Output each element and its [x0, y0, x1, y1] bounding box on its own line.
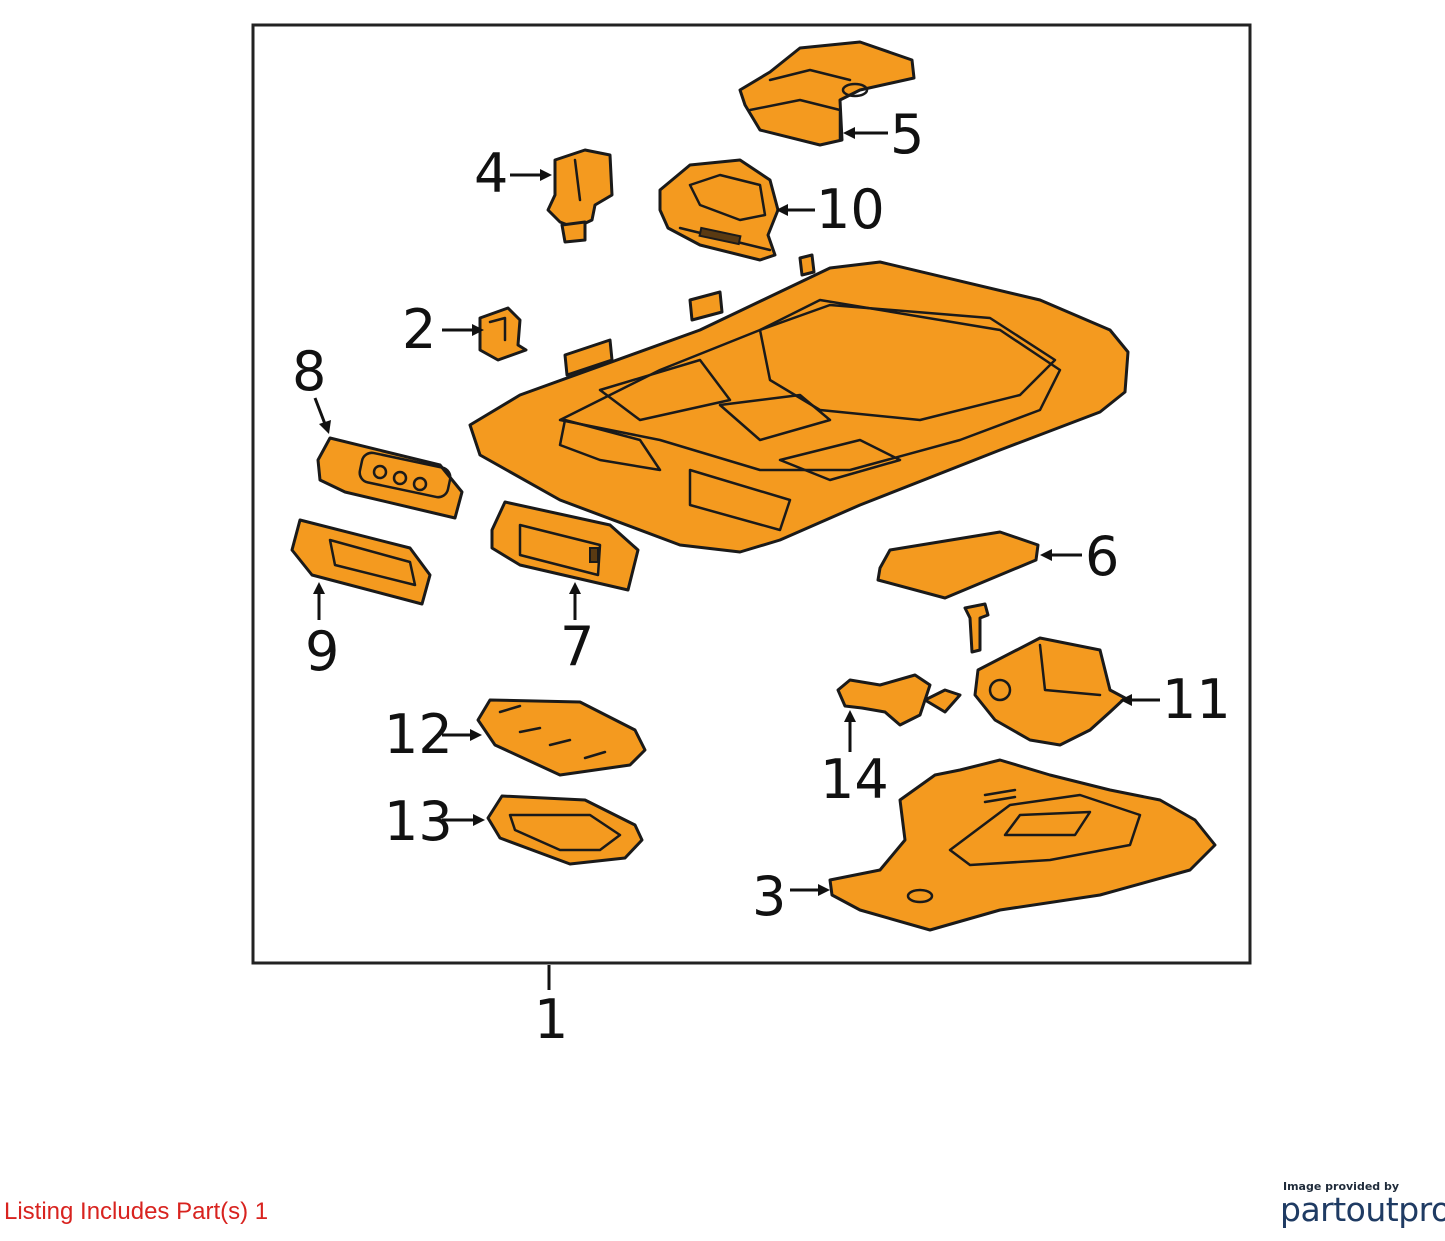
part-2 — [478, 306, 528, 362]
callout-3: 3 — [752, 865, 786, 928]
callout-14: 14 — [820, 748, 889, 811]
callout-9: 9 — [305, 620, 339, 683]
part-7 — [490, 500, 640, 592]
part-11 — [973, 636, 1127, 747]
callout-5: 5 — [890, 103, 924, 166]
callout-8: 8 — [292, 340, 326, 403]
callout-10: 10 — [816, 178, 885, 241]
callout-4: 4 — [474, 142, 508, 205]
part-10 — [658, 158, 780, 262]
listing-note: Listing Includes Part(s) 1 — [4, 1198, 269, 1225]
part-9 — [290, 518, 432, 606]
leader-lines — [313, 127, 1160, 990]
part-13 — [486, 794, 644, 866]
part-3 — [828, 758, 1217, 932]
callout-2: 2 — [402, 298, 436, 361]
callout-11: 11 — [1162, 668, 1231, 731]
callout-12: 12 — [384, 703, 453, 766]
image-credit-caption: Image provided by — [1283, 1180, 1400, 1193]
callout-1: 1 — [534, 988, 568, 1051]
part-14 — [836, 673, 962, 727]
assembly-frame — [251, 23, 1252, 965]
callout-6: 6 — [1085, 525, 1119, 588]
brand-name: partoutpro — [1280, 1190, 1445, 1229]
callout-7: 7 — [560, 615, 594, 678]
part-6 — [876, 530, 1040, 654]
callout-13: 13 — [384, 790, 453, 853]
part-5 — [738, 40, 916, 147]
partoutpro-logo: partoutpro — [1280, 1190, 1445, 1229]
main-console-part — [468, 253, 1130, 554]
part-12 — [476, 698, 647, 777]
part-8 — [316, 436, 464, 520]
part-4 — [546, 148, 614, 244]
